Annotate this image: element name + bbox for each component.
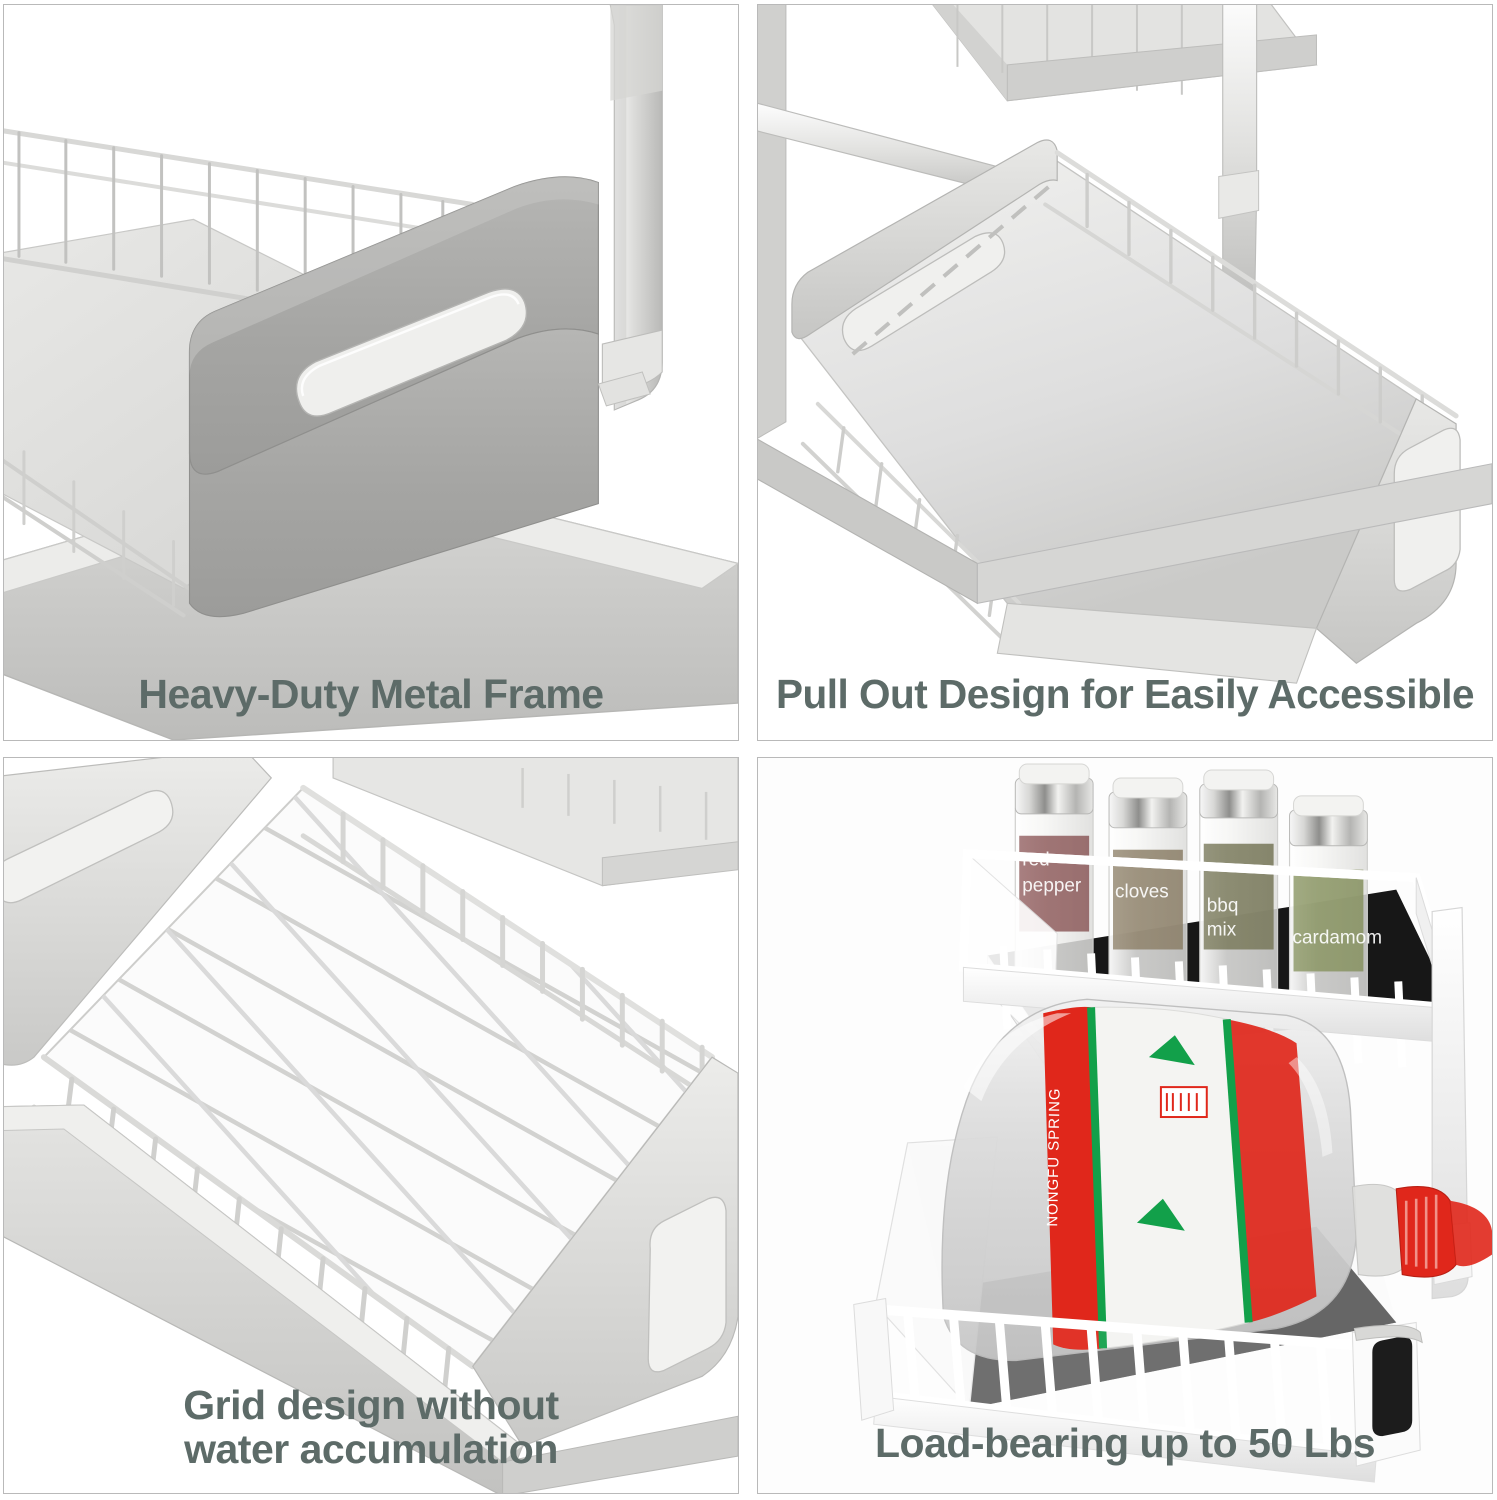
- spice-jar-bbq-mix: bbq mix: [1199, 769, 1279, 1006]
- illustration-pull-out-drawer: [758, 5, 1492, 740]
- spice-jar-red-pepper: red pepper: [1014, 763, 1094, 996]
- svg-text:mix: mix: [1207, 920, 1237, 941]
- panel-heavy-duty-metal-frame: Heavy-Duty Metal Frame: [3, 4, 739, 741]
- svg-text:bbq: bbq: [1207, 896, 1239, 917]
- illustration-metal-frame: [4, 5, 738, 740]
- water-bottle: NONGFU SPRING: [941, 998, 1492, 1362]
- illustration-wire-grid-basket: [4, 758, 738, 1493]
- caption-load-bearing: Load-bearing up to 50 Lbs: [874, 1419, 1376, 1466]
- caption-heavy-duty-metal-frame: Heavy-Duty Metal Frame: [138, 670, 604, 717]
- panel-grid-design: Grid design without water accumulation: [3, 757, 739, 1494]
- svg-text:NONGFU SPRING: NONGFU SPRING: [1044, 1087, 1063, 1226]
- spice-jar-cloves: cloves: [1108, 777, 1188, 1010]
- photo-two-tier-rack-loaded: red pepper cloves: [758, 758, 1492, 1493]
- panel-load-bearing: red pepper cloves: [757, 757, 1493, 1494]
- svg-text:cloves: cloves: [1115, 882, 1169, 903]
- caption-grid-design: Grid design without water accumulation: [183, 1382, 559, 1472]
- caption-pull-out-design: Pull Out Design for Easily Accessible: [776, 671, 1474, 718]
- svg-text:pepper: pepper: [1022, 876, 1081, 897]
- panel-pull-out-design: Pull Out Design for Easily Accessible: [757, 4, 1493, 741]
- svg-text:cardamom: cardamom: [1293, 927, 1382, 948]
